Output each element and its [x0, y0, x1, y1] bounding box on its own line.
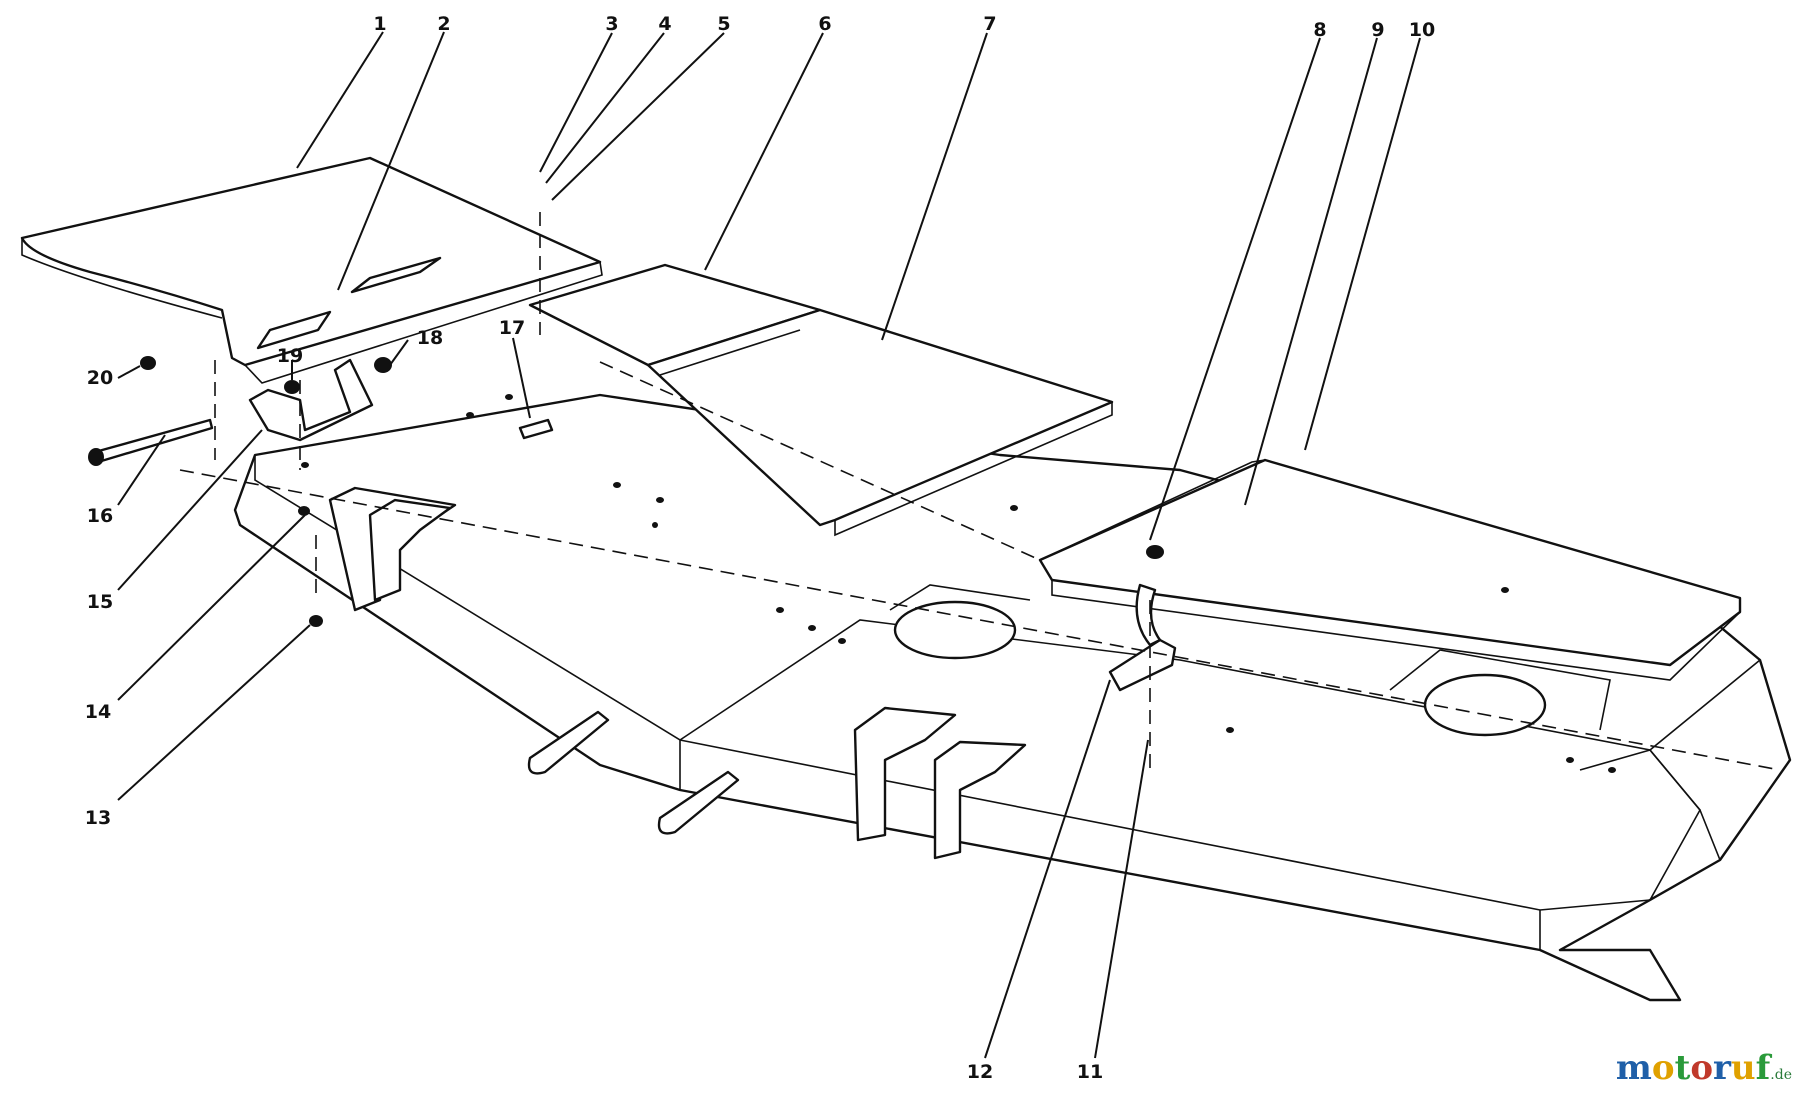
mount-tab-right: [657, 770, 740, 835]
latch-strap: [1135, 583, 1162, 647]
bolt: [93, 418, 214, 464]
callout-5: 5: [717, 13, 730, 35]
callout-2: 2: [437, 13, 450, 35]
watermark-letters: motoruf: [1616, 1048, 1770, 1088]
watermark-letter: r: [1713, 1048, 1731, 1088]
watermark-letter: u: [1730, 1048, 1756, 1088]
callout-16: 16: [87, 505, 113, 527]
callout-20: 20: [87, 367, 113, 389]
center-panel: [528, 263, 1114, 537]
callout-8: 8: [1313, 19, 1326, 41]
watermark-logo: motoruf.de: [1616, 1048, 1792, 1088]
watermark-letter: t: [1674, 1048, 1691, 1088]
callout-13: 13: [85, 807, 111, 829]
callout-7: 7: [983, 13, 996, 35]
callout-10: 10: [1409, 19, 1435, 41]
callouts: 1 2 3 4 5 6 7 8 9 10 11 12 13 14 15 16 1…: [85, 13, 1435, 1083]
callout-14: 14: [85, 701, 111, 723]
height-brackets: [328, 486, 1027, 860]
callout-1: 1: [373, 13, 386, 35]
callout-17: 17: [499, 317, 525, 339]
callout-15: 15: [87, 591, 113, 613]
callout-3: 3: [605, 13, 618, 35]
callout-4: 4: [658, 13, 671, 35]
hinge-bracket: [248, 358, 374, 442]
callout-12: 12: [967, 1061, 993, 1083]
mount-tab-left: [527, 710, 610, 775]
watermark-letter: m: [1615, 1048, 1652, 1088]
watermark-letter: o: [1690, 1048, 1713, 1088]
callout-19: 19: [277, 345, 303, 367]
assembly-lines: [179, 212, 1781, 771]
blade-opening-left: [893, 600, 1017, 660]
callout-11: 11: [1077, 1061, 1103, 1083]
watermark-tld: .de: [1770, 1067, 1792, 1083]
cotter-pin: [518, 418, 554, 440]
watermark-letter: f: [1755, 1048, 1771, 1088]
watermark-letter: o: [1651, 1048, 1675, 1088]
deck-holes: [301, 394, 1616, 773]
right-cover: [1038, 458, 1742, 681]
callout-6: 6: [818, 13, 831, 35]
top-cover: [20, 156, 603, 384]
callout-9: 9: [1371, 19, 1384, 41]
mower-deck: [233, 393, 1792, 1002]
blade-opening-right: [1423, 673, 1547, 737]
callout-18: 18: [417, 327, 443, 349]
